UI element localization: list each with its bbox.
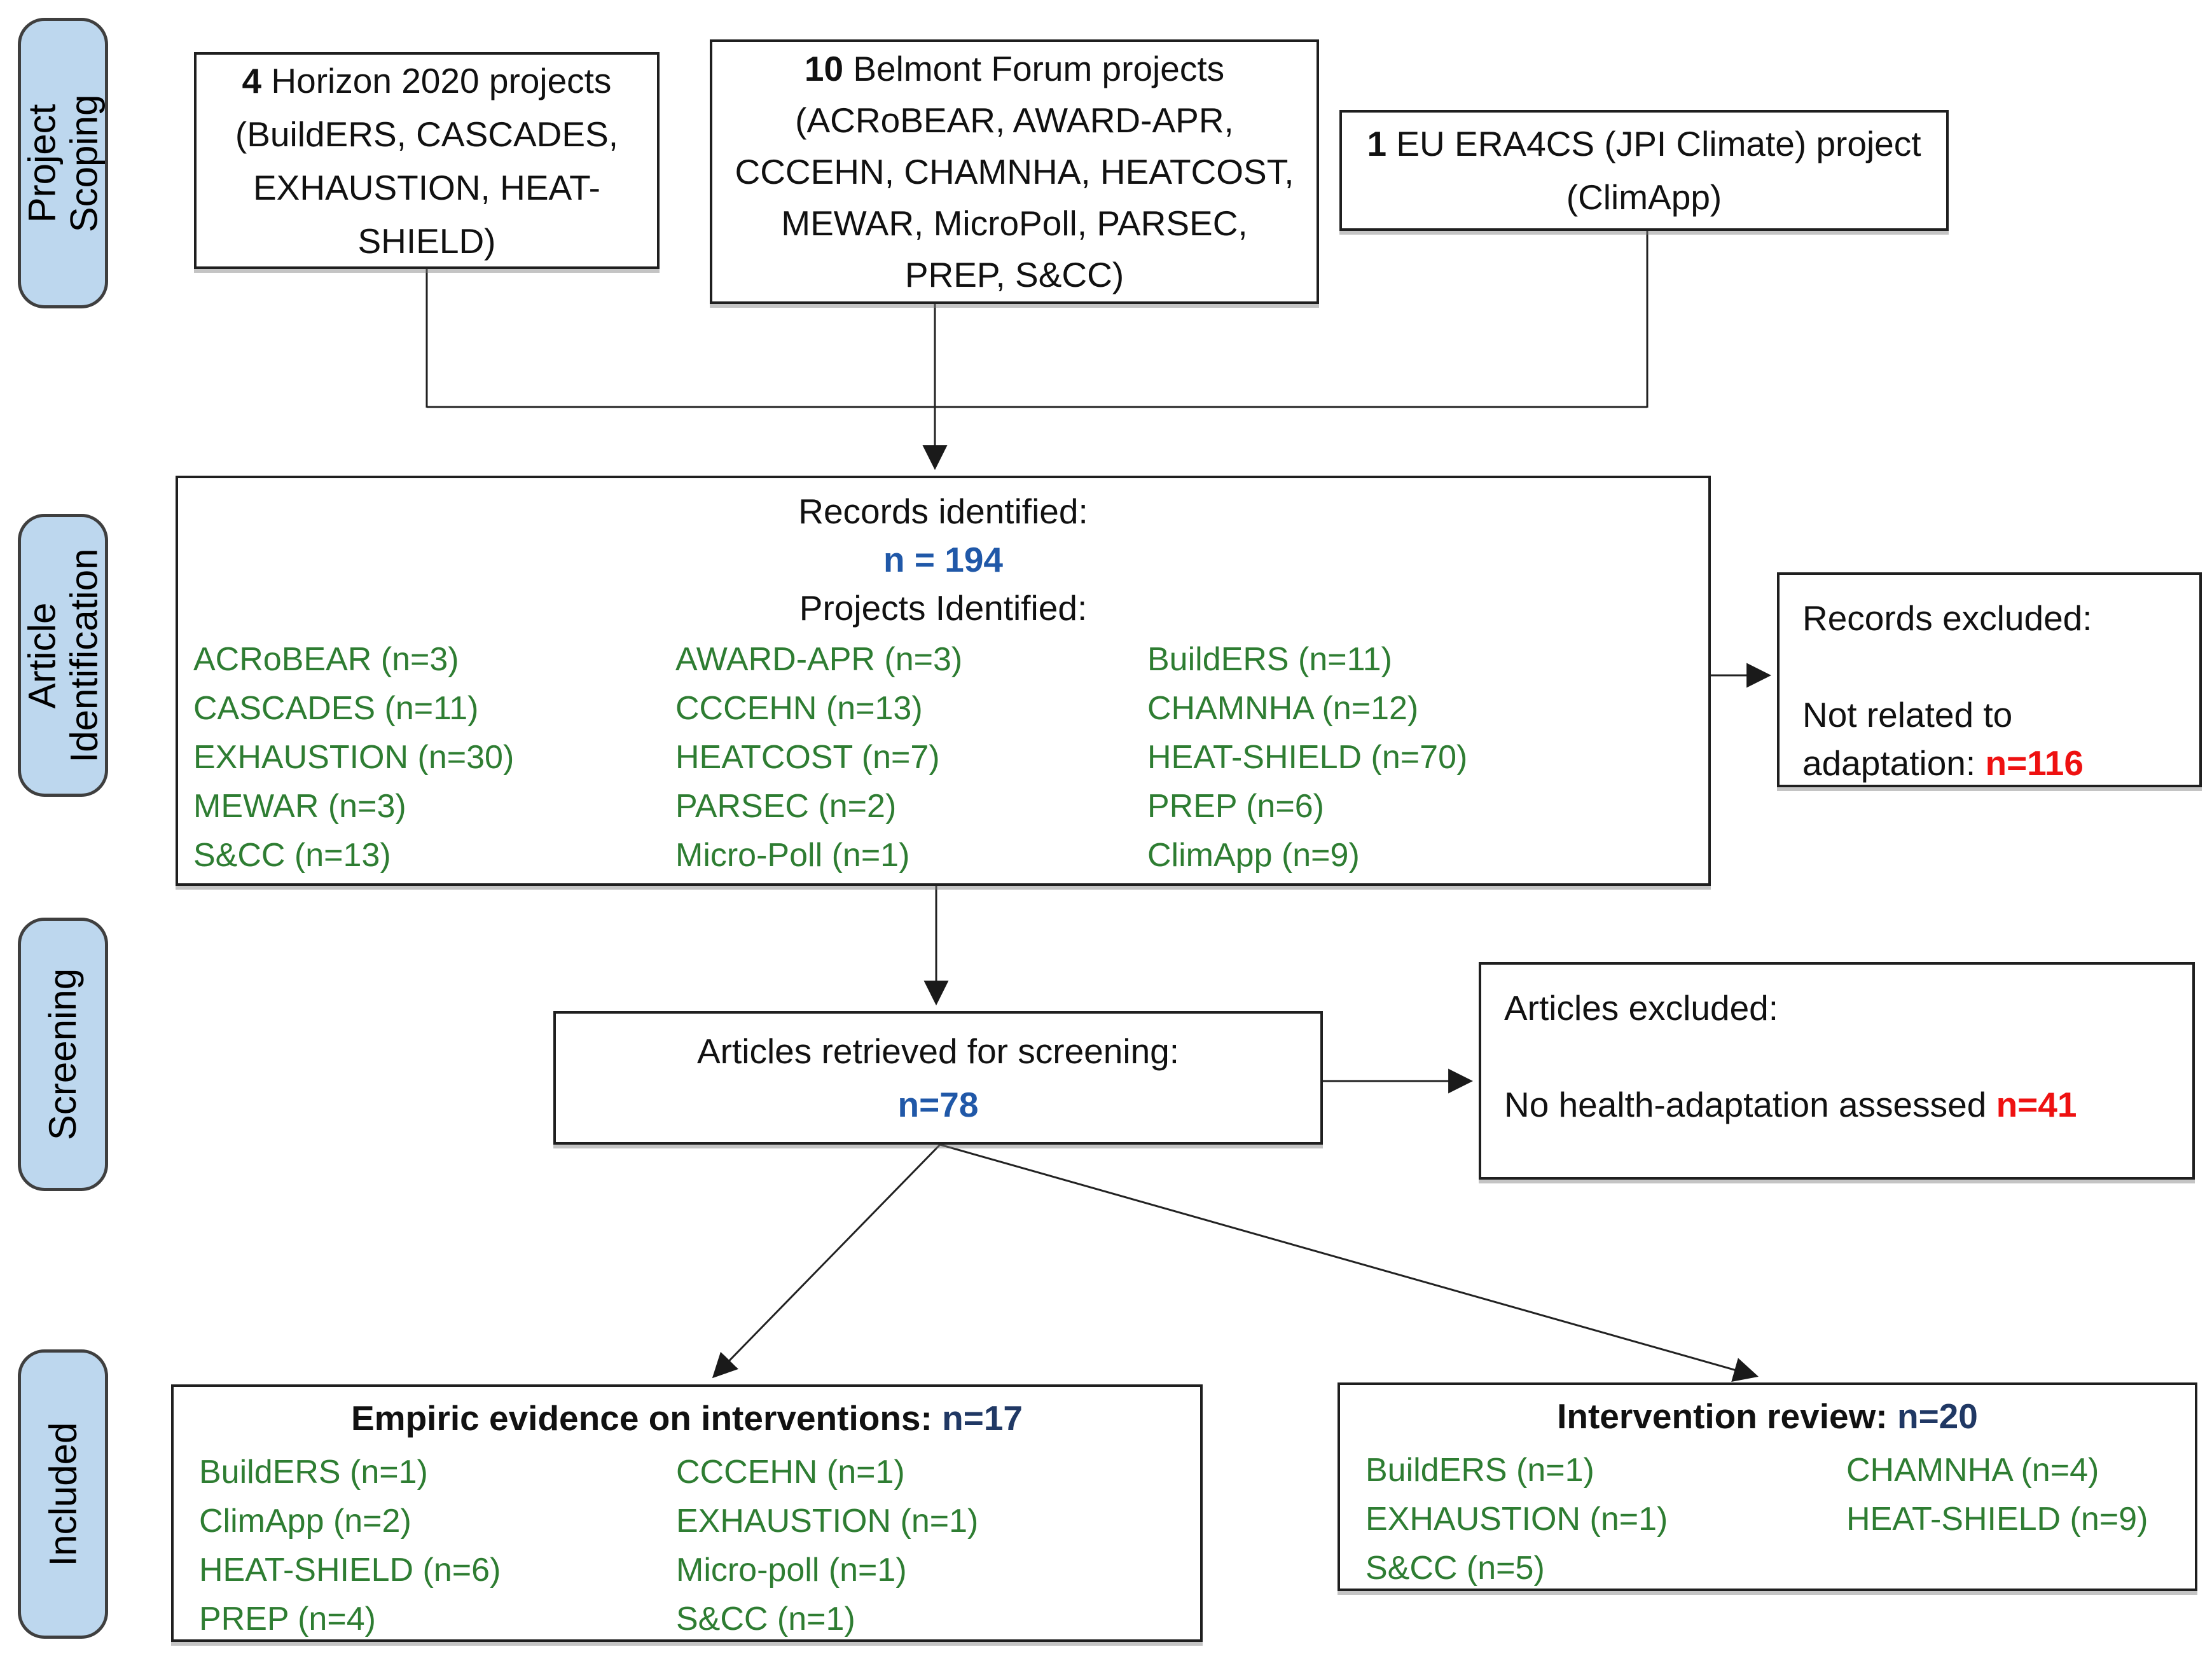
project-count-item: Micro-poll (n=1) — [676, 1552, 907, 1589]
stage-label: Project Scoping — [20, 94, 106, 232]
project-count-item: ClimApp (n=2) — [199, 1503, 411, 1540]
stage-label: Screening — [41, 968, 84, 1141]
project-count-item: BuildERS (n=11) — [1147, 641, 1392, 678]
box-era4cs-project: 1 EU ERA4CS (JPI Climate) project (ClimA… — [1339, 110, 1949, 231]
project-count-item: EXHAUSTION (n=30) — [193, 739, 515, 776]
records-excluded-count: n=116 — [1985, 743, 2084, 783]
projects-identified-label: Projects Identified: — [799, 588, 1088, 628]
project-count-item: ClimApp (n=9) — [1147, 837, 1360, 874]
articles-excluded-count: n=41 — [1996, 1085, 2077, 1124]
project-count-item: HEAT-SHIELD (n=6) — [199, 1552, 501, 1589]
box-horizon-projects: 4 Horizon 2020 projects (BuildERS, CASCA… — [194, 52, 660, 269]
project-count-item: HEAT-SHIELD (n=9) — [1846, 1501, 2148, 1538]
records-excluded-reason: Not related to adaptation: n=116 — [1802, 691, 2176, 787]
project-count-item: ACRoBEAR (n=3) — [193, 641, 459, 678]
project-count-item: EXHAUSTION (n=1) — [1365, 1501, 1668, 1538]
project-count-item: BuildERS (n=1) — [1365, 1452, 1594, 1489]
box-empiric-evidence: Empiric evidence on interventions: n=17 … — [171, 1384, 1203, 1642]
projects-column-2: AWARD-APR (n=3) CCCEHN (n=13) HEATCOST (… — [675, 635, 962, 880]
stage-tab-screening: Screening — [18, 918, 108, 1191]
box-belmont-projects: 10 Belmont Forum projects (ACRoBEAR, AWA… — [710, 39, 1319, 304]
empiric-column-1: BuildERS (n=1) ClimApp (n=2) HEAT-SHIELD… — [199, 1448, 501, 1644]
project-count-item: PREP (n=6) — [1147, 788, 1324, 825]
project-count-item: CCCEHN (n=1) — [676, 1454, 905, 1491]
box-intervention-review: Intervention review: n=20 BuildERS (n=1)… — [1338, 1382, 2197, 1591]
horizon-text: Horizon 2020 projects (BuildERS, CASCADE… — [235, 60, 619, 261]
project-count-item: S&CC (n=5) — [1365, 1550, 1545, 1587]
project-count-item: HEATCOST (n=7) — [675, 739, 940, 776]
horizon-count: 4 — [242, 60, 262, 100]
empiric-column-2: CCCEHN (n=1) EXHAUSTION (n=1) Micro-poll… — [676, 1448, 978, 1644]
stage-label: Included — [41, 1422, 85, 1566]
empiric-title: Empiric evidence on interventions: n=17 — [174, 1398, 1200, 1438]
project-count-item: MEWAR (n=3) — [193, 788, 406, 825]
box-articles-retrieved: Articles retrieved for screening: n=78 — [553, 1011, 1323, 1145]
belmont-text: Belmont Forum projects (ACRoBEAR, AWARD-… — [735, 48, 1294, 294]
projects-column-1: ACRoBEAR (n=3) CASCADES (n=11) EXHAUSTIO… — [193, 635, 514, 880]
project-count-item: CHAMNHA (n=12) — [1147, 690, 1419, 727]
review-count: n=20 — [1897, 1396, 1978, 1436]
empiric-title-text: Empiric evidence on interventions: — [350, 1398, 943, 1438]
articles-excluded-reason: No health-adaptation assessed n=41 — [1504, 1080, 2169, 1129]
stage-tab-included: Included — [18, 1349, 108, 1639]
project-count-item: PREP (n=4) — [199, 1601, 376, 1637]
project-count-item: CCCEHN (n=13) — [675, 690, 923, 727]
box-articles-excluded: Articles excluded: No health-adaptation … — [1479, 962, 2195, 1180]
review-column-1: BuildERS (n=1) EXHAUSTION (n=1) S&CC (n=… — [1365, 1446, 1668, 1593]
review-title: Intervention review: n=20 — [1340, 1396, 2195, 1436]
spacer — [1504, 1032, 2169, 1080]
stage-tab-article-identification: Article Identification — [18, 514, 108, 797]
stage-tab-project-scoping: Project Scoping — [18, 18, 108, 308]
project-count-item: HEAT-SHIELD (n=70) — [1147, 739, 1468, 776]
project-count-item: AWARD-APR (n=3) — [675, 641, 963, 678]
era4cs-text: EU ERA4CS (JPI Climate) project (ClimApp… — [1386, 124, 1921, 217]
project-count-item: Micro-Poll (n=1) — [675, 837, 910, 874]
review-title-text: Intervention review: — [1557, 1396, 1897, 1436]
project-count-item: BuildERS (n=1) — [199, 1454, 428, 1491]
arrow-retrieved-to-empiric — [712, 1143, 941, 1379]
empiric-count: n=17 — [942, 1398, 1023, 1438]
belmont-count: 10 — [804, 48, 844, 88]
projects-column-3: BuildERS (n=11) CHAMNHA (n=12) HEAT-SHIE… — [1147, 635, 1467, 880]
records-identified-count: n = 194 — [883, 540, 1004, 579]
box-records-identified: Records identified: n = 194 Projects Ide… — [176, 476, 1711, 886]
project-count-item: CHAMNHA (n=4) — [1846, 1452, 2099, 1489]
project-count-item: S&CC (n=1) — [676, 1601, 855, 1637]
articles-excluded-reason-text: No health-adaptation assessed — [1504, 1085, 1996, 1124]
articles-excluded-title: Articles excluded: — [1504, 988, 1779, 1028]
articles-retrieved-count: n=78 — [897, 1085, 979, 1124]
records-excluded-reason-text: Not related to adaptation: — [1802, 695, 2013, 783]
project-count-item: CASCADES (n=11) — [193, 690, 479, 727]
project-count-item: S&CC (n=13) — [193, 837, 391, 874]
spacer — [1802, 642, 2176, 691]
stage-label: Article Identification — [20, 548, 106, 762]
project-count-item: PARSEC (n=2) — [675, 788, 897, 825]
records-excluded-title: Records excluded: — [1802, 598, 2092, 638]
review-column-2: CHAMNHA (n=4) HEAT-SHIELD (n=9) — [1846, 1446, 2148, 1544]
articles-retrieved-label: Articles retrieved for screening: — [696, 1031, 1180, 1071]
project-count-item: EXHAUSTION (n=1) — [676, 1503, 979, 1540]
era4cs-count: 1 — [1367, 124, 1387, 163]
box-records-excluded: Records excluded: Not related to adaptat… — [1777, 572, 2202, 787]
records-identified-label: Records identified: — [798, 492, 1088, 531]
